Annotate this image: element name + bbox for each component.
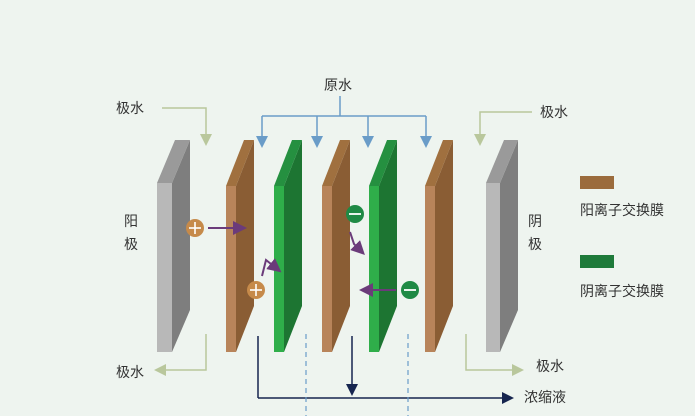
legend-label-cation: 阳离子交换膜	[580, 202, 664, 219]
concentrate-collection	[257, 336, 514, 404]
legend-label-anion: 阴离子交换膜	[580, 283, 664, 300]
concentrate-label: 浓缩液	[524, 390, 566, 406]
cation-ion-2	[247, 281, 265, 299]
anode-label-char1: 阳	[124, 214, 138, 230]
anion-ion-2	[401, 281, 419, 299]
electrode-water-label-top-right: 极水	[540, 105, 568, 121]
cation-membrane-3	[425, 140, 453, 352]
legend: 阳离子交换膜 阴离子交换膜	[580, 176, 664, 300]
legend-swatch-cation	[580, 176, 614, 189]
cathode-plate	[486, 140, 518, 352]
dilute-dashed-lines	[305, 334, 409, 416]
anion-membrane-2	[369, 140, 397, 352]
cathode-label-char1: 阴	[528, 214, 542, 230]
cation-membrane-2	[322, 140, 350, 352]
anion-membrane-1	[274, 140, 302, 352]
cathode-label-char2: 极	[528, 237, 542, 253]
cation-deflect-arrow	[261, 258, 282, 277]
raw-water-label: 原水	[324, 78, 352, 94]
anode-plate	[157, 140, 190, 352]
anion-ion-1	[346, 205, 364, 223]
anion-deflect-arrow	[349, 231, 365, 255]
cation-ion-1	[186, 219, 204, 237]
anode-label-char2: 极	[124, 237, 138, 253]
electrode-water-label-top-left: 极水	[116, 101, 144, 117]
raw-water-feed	[256, 96, 432, 148]
electrode-water-label-bottom-right: 极水	[536, 359, 564, 375]
electrode-water-label-bottom-left: 极水	[116, 365, 144, 381]
cation-membrane-1	[226, 140, 254, 352]
legend-swatch-anion	[580, 255, 614, 268]
electrode-water-flows	[154, 107, 532, 376]
